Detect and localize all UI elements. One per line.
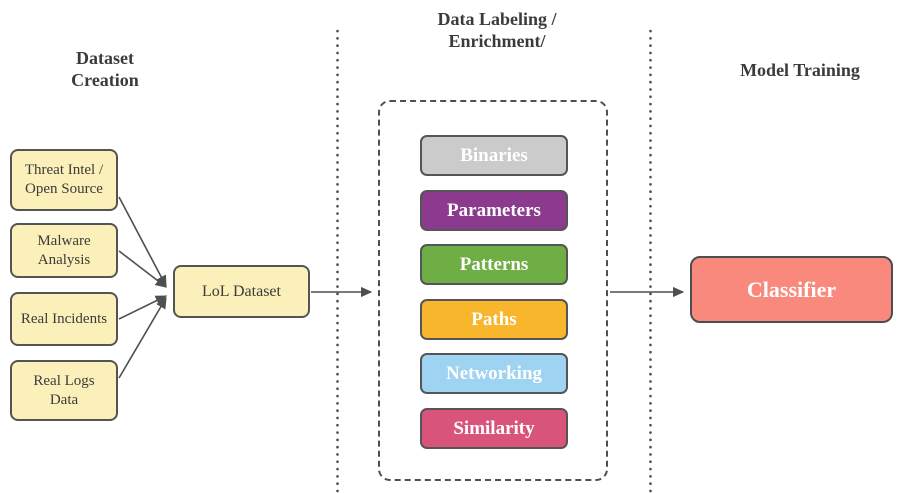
node-patterns: Patterns (420, 244, 568, 285)
section-title-model-training: Model Training (740, 60, 860, 80)
section-title-dataset-creation: Dataset Creation (71, 48, 139, 90)
node-paths: Paths (420, 299, 568, 340)
node-parameters: Parameters (420, 190, 568, 231)
node-binaries: Binaries (420, 135, 568, 176)
node-real-logs-data: Real Logs Data (10, 360, 118, 421)
node-real-incidents: Real Incidents (10, 292, 118, 346)
arrow-real-incidents-to-dataset (118, 295, 168, 320)
node-networking: Networking (420, 353, 568, 394)
node-similarity: Similarity (420, 408, 568, 449)
node-classifier: Classifier (690, 256, 893, 323)
enrichment-container (378, 100, 608, 481)
arrow-malware-analysis-to-dataset (118, 250, 167, 288)
node-malware-analysis: Malware Analysis (10, 223, 118, 278)
node-lol-dataset: LoL Dataset (173, 265, 310, 318)
node-threat-intel-open-source: Threat Intel / Open Source (10, 149, 118, 211)
section-title-data-labeling: Data Labeling / Enrichment/ (437, 9, 557, 51)
arrow-real-logs-to-dataset (118, 296, 167, 379)
arrow-threat-intel-to-dataset (118, 196, 167, 288)
